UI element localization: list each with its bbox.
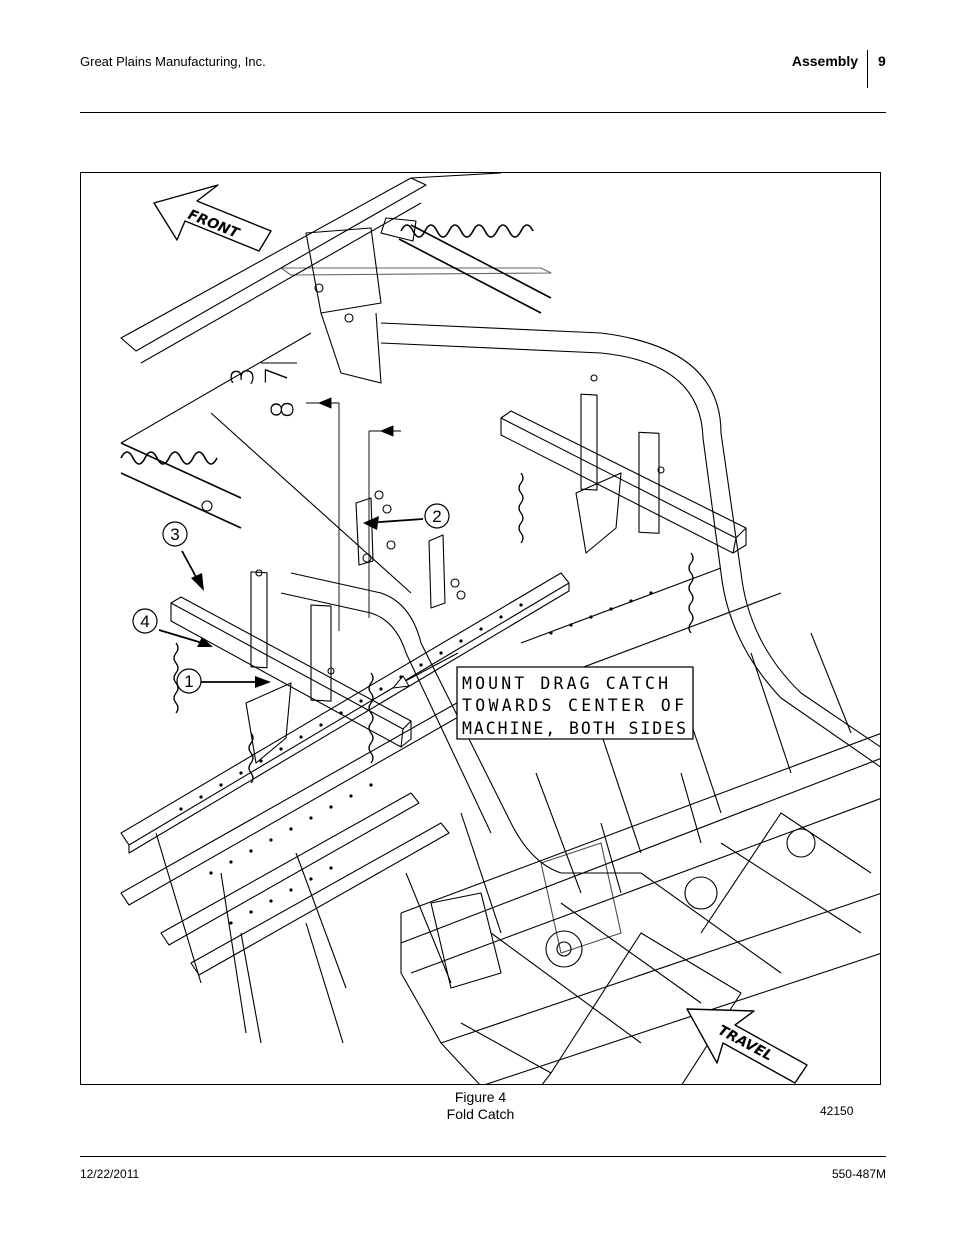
section-title: Assembly (791, 53, 858, 69)
company-name: Great Plains Manufacturing, Inc. (80, 54, 266, 69)
front-arrow (153, 184, 272, 252)
drag-catch-plates (355, 490, 466, 609)
dimension-whole: 3 (226, 367, 261, 386)
callout-3: 3 (170, 525, 179, 544)
callout-2: 2 (432, 507, 441, 526)
rear-catch-bar (500, 374, 747, 554)
dimension-numerator: 7 (260, 366, 295, 385)
harrow-tines (155, 632, 852, 1044)
dimension-lines (306, 397, 401, 631)
spring-assembly-left (120, 442, 242, 529)
dimension-denominator: 8 (266, 400, 301, 419)
fold-catch-illustration: FRONT TRAVEL 3 7 8 1 2 3 4 MOUNT DRAG CA… (120, 173, 880, 1084)
main-frame-curve (210, 322, 880, 874)
callout-4: 4 (140, 612, 149, 631)
note-line-3: MACHINE, BOTH SIDES (462, 719, 686, 738)
figure-caption-number: Figure 4 (454, 1089, 507, 1105)
callout-1: 1 (184, 672, 193, 691)
footer-rule (80, 1156, 886, 1157)
header-rule (80, 112, 886, 113)
page-number: 9 (878, 53, 886, 69)
note-line-2: TOWARDS CENTER OF (462, 696, 684, 715)
footer-doc-number: 550-487M (831, 1167, 886, 1181)
front-catch-bar (170, 569, 412, 764)
travel-arrow (686, 1008, 808, 1084)
leader-arrowheads (191, 516, 410, 689)
figure-id: 42150 (820, 1104, 854, 1118)
note-text: MOUNT DRAG CATCH TOWARDS CENTER OF MACHI… (462, 674, 686, 738)
footer-date: 12/22/2011 (80, 1167, 140, 1181)
note-box (456, 666, 694, 740)
header-divider (867, 50, 868, 88)
drag-chains (173, 472, 694, 784)
rolling-basket (400, 733, 880, 1084)
figure-caption-title: Fold Catch (446, 1106, 515, 1122)
spring-assembly-upper (305, 217, 552, 384)
callout-circles (132, 503, 450, 694)
figure-frame: FRONT TRAVEL 3 7 8 1 2 3 4 MOUNT DRAG CA… (80, 172, 881, 1085)
